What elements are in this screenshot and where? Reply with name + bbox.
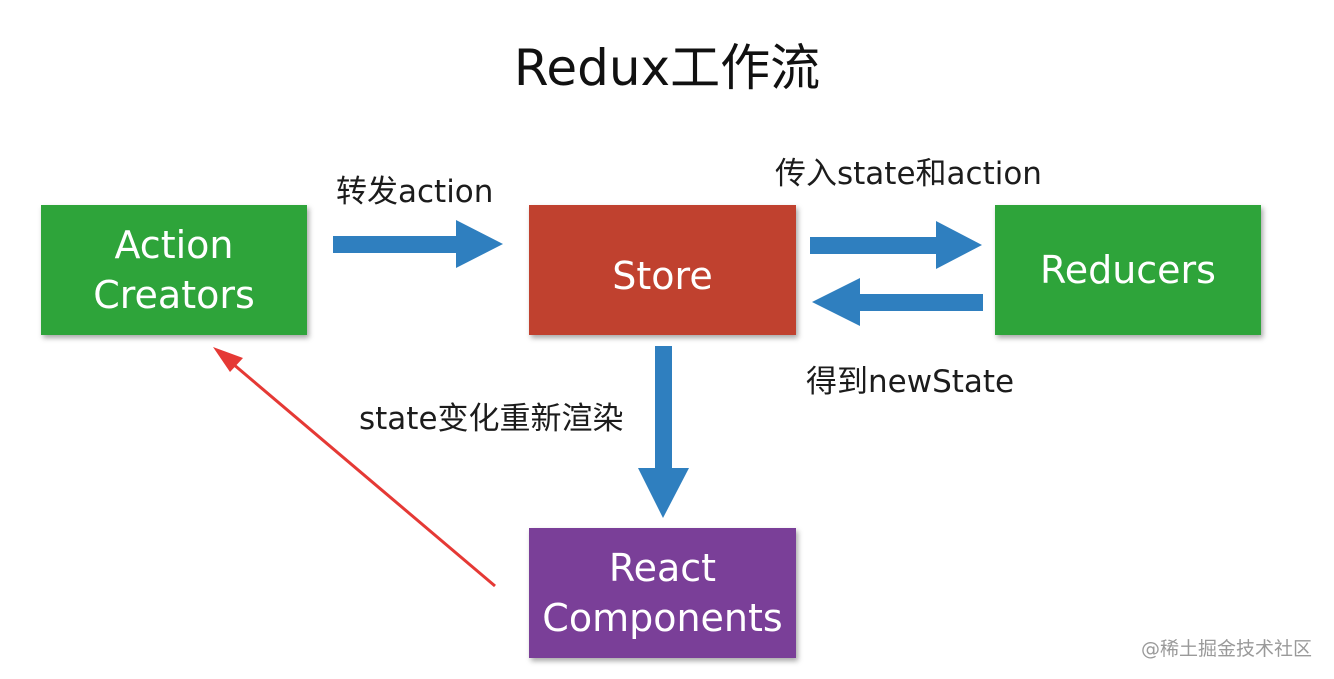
dispatch-arrow [333, 220, 503, 268]
from-reducers-label: 得到newState [806, 364, 1015, 400]
diagram-title: Redux工作流 [513, 39, 821, 97]
react-components-node: React Components [529, 528, 796, 658]
reducers-node: Reducers [995, 205, 1261, 335]
watermark: @稀土掘金技术社区 [1140, 638, 1312, 660]
store-node: Store [529, 205, 796, 335]
feedback-arrow [213, 347, 496, 588]
from-reducers-arrow [812, 278, 983, 326]
action-creators-node: Action Creators [41, 205, 307, 335]
render-label: state变化重新渲染 [359, 401, 624, 437]
action-creators-label: Action Creators [93, 223, 255, 317]
to-reducers-arrow [810, 221, 982, 269]
reducers-label: Reducers [1040, 248, 1216, 292]
store-label: Store [612, 254, 713, 298]
to-reducers-label: 传入state和action [775, 156, 1042, 192]
dispatch-label: 转发action [336, 174, 494, 210]
render-arrow [638, 346, 689, 518]
react-components-label: React Components [542, 546, 783, 640]
